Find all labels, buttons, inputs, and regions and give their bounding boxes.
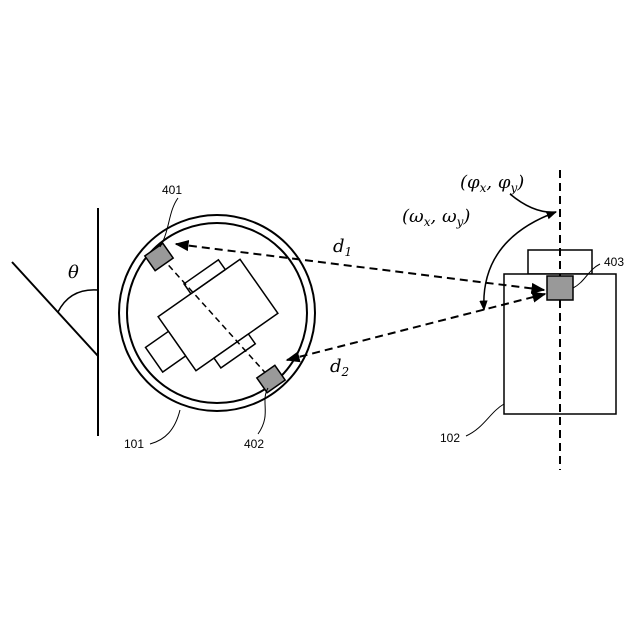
robot-101 [119,215,315,411]
incline-line [12,262,98,356]
label-403: 403 [604,255,624,269]
label-102: 102 [440,431,460,445]
angle-label: θ [68,262,79,283]
wall-incline-group: θ [12,208,98,436]
phi-arc [510,194,556,212]
label-401: 401 [162,183,182,197]
label-omega: (ωx, ωy) [402,206,470,229]
label-d2: d2 [330,356,349,379]
angle-arc [58,290,98,312]
leader-102 [466,404,504,436]
device-102 [504,170,616,470]
leader-401 [160,198,178,247]
sensor-403 [547,276,573,300]
leader-402 [258,388,268,434]
label-101: 101 [124,437,144,451]
label-d1: d1 [333,236,352,259]
leader-101 [150,410,180,444]
label-phi: (φx, φy) [460,172,524,195]
label-402: 402 [244,437,264,451]
